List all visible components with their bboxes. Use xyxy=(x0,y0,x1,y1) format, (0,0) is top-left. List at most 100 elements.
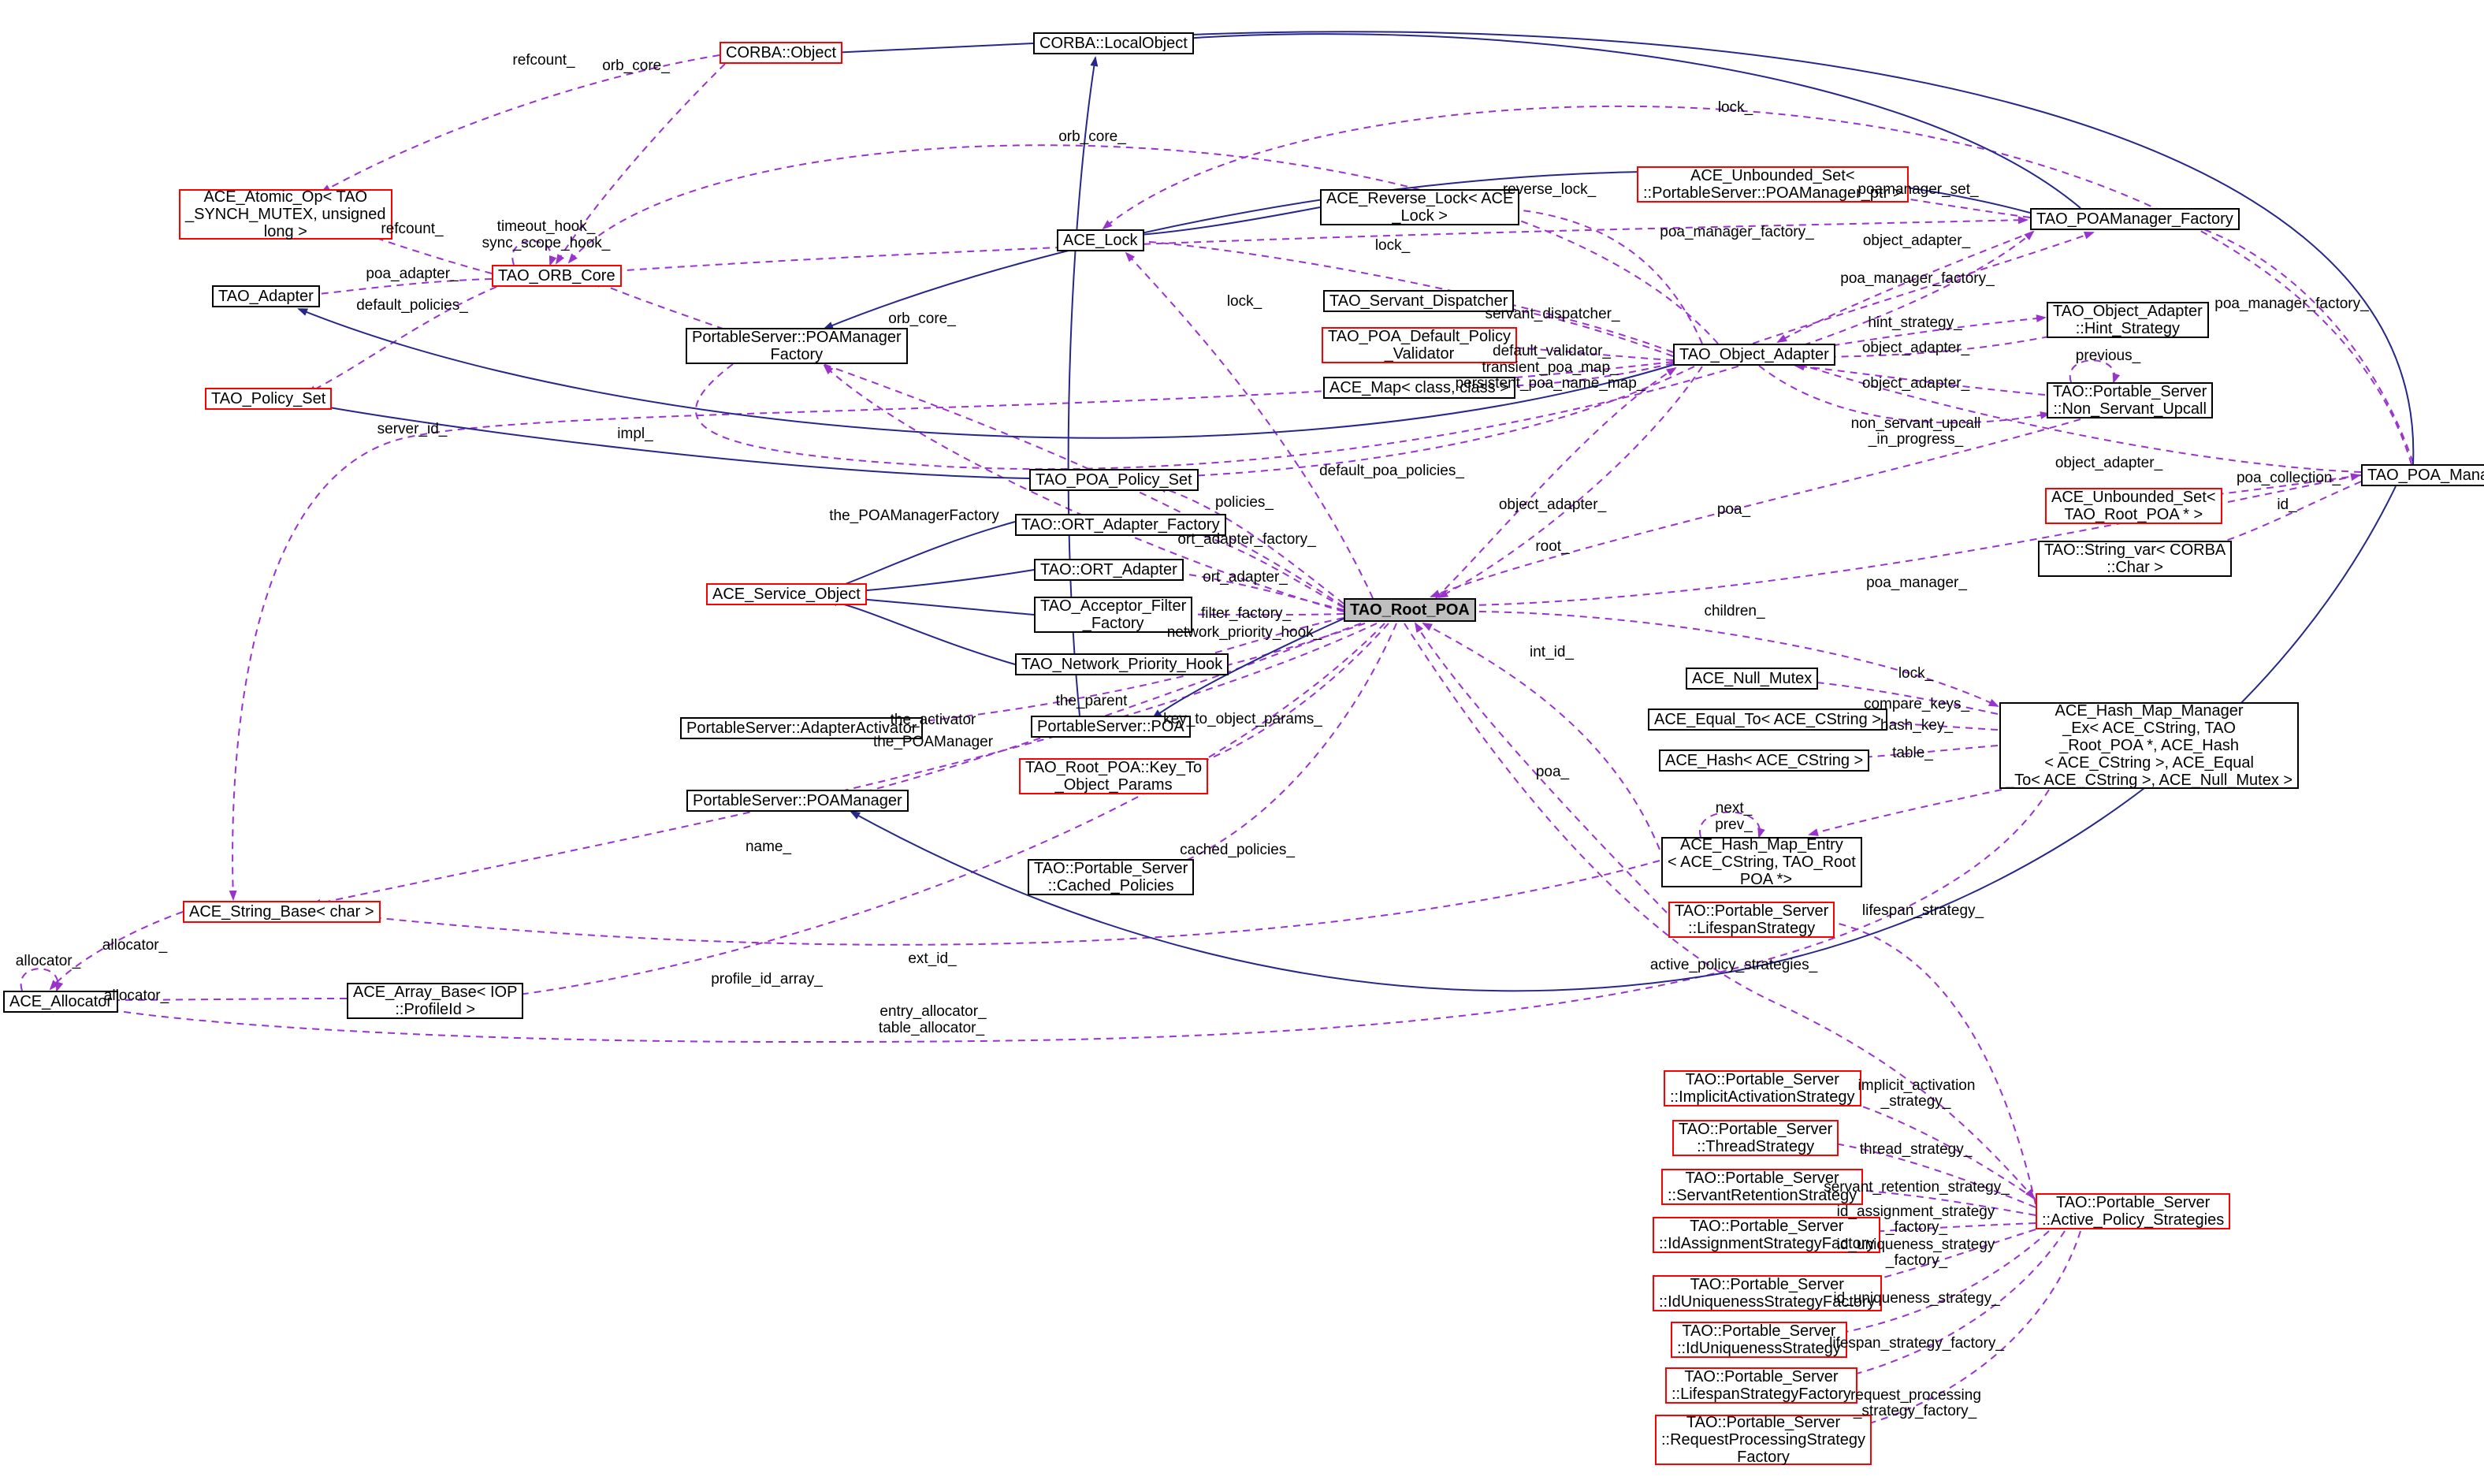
edge-41 xyxy=(1422,623,1660,850)
edge-27 xyxy=(1752,231,2095,344)
node-label: ::Non_Servant_Upcall xyxy=(2053,400,2207,418)
edge-69 xyxy=(1435,366,1677,599)
node-tao-servant-dispatcher[interactable]: TAO_Servant_Dispatcher xyxy=(1323,290,1515,312)
node-label: ::Cached_Policies xyxy=(1047,877,1174,894)
edge-80 xyxy=(1152,31,2415,465)
edge-0 xyxy=(320,54,720,193)
node-implicit-activation-strategy[interactable]: TAO::Portable_Server::ImplicitActivation… xyxy=(1664,1070,1861,1106)
edge-39 xyxy=(1430,418,2081,597)
node-tao-root-poa[interactable]: TAO_Root_POA xyxy=(1344,598,1476,622)
node-ps-poamanager[interactable]: PortableServer::POAManager xyxy=(686,790,909,812)
edge-15 xyxy=(1156,366,1695,482)
node-tao-object-adapter-hint-strategy[interactable]: TAO_Object_Adapter::Hint_Strategy xyxy=(2047,302,2209,338)
node-tao-orb-core[interactable]: TAO_ORB_Core xyxy=(492,265,622,287)
node-ace-array-base[interactable]: ACE_Array_Base< IOP::ProfileId > xyxy=(347,983,524,1019)
node-label: TAO::Portable_Server xyxy=(2055,1194,2211,1211)
node-id-assignment-strategy-factory[interactable]: TAO::Portable_Server::IdAssignmentStrate… xyxy=(1653,1217,1881,1253)
node-thread-strategy[interactable]: TAO::Portable_Server::ThreadStrategy xyxy=(1672,1120,1839,1156)
edge-5 xyxy=(511,240,557,266)
node-label: TAO::String_var< CORBA xyxy=(2044,541,2226,559)
edge-33 xyxy=(1795,362,2362,473)
node-tao-string-var[interactable]: TAO::String_var< CORBA::Char > xyxy=(2038,541,2233,577)
node-tao-poa-default-policy-validator[interactable]: TAO_POA_Default_Policy_Validator xyxy=(1322,327,1517,363)
node-label: TAO::ORT_Adapter_Factory xyxy=(1021,516,1220,534)
node-label: < ACE_CString >, ACE_Equal xyxy=(2044,754,2254,772)
edge-82 xyxy=(1151,618,1344,720)
node-label: _POA *> xyxy=(1731,871,1793,888)
node-ace-unbounded-set-root-poa[interactable]: ACE_Unbounded_Set<TAO_Root_POA * > xyxy=(2045,488,2222,524)
node-tao-poa-policy-set[interactable]: TAO_POA_Policy_Set xyxy=(1029,469,1199,491)
node-label: TAO_POA_Manager xyxy=(2367,467,2484,484)
node-label: _Validator xyxy=(1384,345,1455,363)
node-label: ::ThreadStrategy xyxy=(1697,1138,1815,1155)
edge-23 xyxy=(695,230,2035,470)
node-ace-reverse-lock[interactable]: ACE_Reverse_Lock< ACE_Lock > xyxy=(1320,189,1520,225)
node-tao-poa-manager[interactable]: TAO_POA_Manager xyxy=(2361,464,2484,486)
node-ace-lock[interactable]: ACE_Lock xyxy=(1057,229,1144,251)
node-label: TAO_Object_Adapter xyxy=(1679,346,1829,363)
node-label: ::IdUniquenessStrategyFactory xyxy=(1659,1293,1876,1311)
node-ace-atomic-op[interactable]: ACE_Atomic_Op< TAO_SYNCH_MUTEX, unsigned… xyxy=(179,188,392,240)
node-label: TAO::Portable_Server xyxy=(1690,1218,1844,1235)
node-label: ACE_Array_Base< IOP xyxy=(353,984,518,1001)
node-tao-ort-adapter-factory[interactable]: TAO::ORT_Adapter_Factory xyxy=(1015,514,1226,536)
edge-71 xyxy=(1129,206,1321,240)
node-id-uniqueness-strategy-factory[interactable]: TAO::Portable_Server::IdUniquenessStrate… xyxy=(1653,1275,1882,1311)
node-label: TAO::Portable_Server xyxy=(1675,902,1829,920)
node-label: TAO::Portable_Server xyxy=(1682,1322,1836,1340)
node-label: ACE_Null_Mutex xyxy=(1692,670,1813,687)
edge-56 xyxy=(478,623,1385,1002)
node-corba-localobject[interactable]: CORBA::LocalObject xyxy=(1033,32,1194,54)
node-ace-string-base[interactable]: ACE_String_Base< char > xyxy=(183,901,381,923)
node-tao-network-priority-hook[interactable]: TAO_Network_Priority_Hook xyxy=(1015,653,1229,675)
node-ace-equal-to[interactable]: ACE_Equal_To< ACE_CString > xyxy=(1648,709,1887,731)
edge-53 xyxy=(850,623,1362,798)
node-request-processing-strategy-factory[interactable]: TAO::Portable_Server::RequestProcessingS… xyxy=(1655,1414,1872,1466)
node-active-policy-strategies[interactable]: TAO::Portable_Server::Active_Policy_Stra… xyxy=(2036,1193,2231,1229)
node-ace-map[interactable]: ACE_Map< class, class > xyxy=(1323,377,1515,399)
node-label: ACE_Hash_Map_Manager xyxy=(2055,702,2244,720)
node-label: ::ServantRetentionStrategy xyxy=(1668,1187,1857,1204)
node-ace-service-object[interactable]: ACE_Service_Object xyxy=(706,583,867,605)
node-ace-hash[interactable]: ACE_Hash< ACE_CString > xyxy=(1659,749,1870,772)
node-ace-null-mutex[interactable]: ACE_Null_Mutex xyxy=(1686,668,1819,690)
node-label: PortableServer::POAManager xyxy=(693,792,902,809)
node-label: ::Hint_Strategy xyxy=(2075,320,2181,337)
edge-22 xyxy=(229,361,1674,901)
node-label: TAO_Root_POA::Key_To xyxy=(1025,759,1203,776)
node-label: ACE_Service_Object xyxy=(712,586,861,603)
edge-29 xyxy=(1797,336,2050,361)
node-ace-hash-map-manager[interactable]: ACE_Hash_Map_Manager_Ex< ACE_CString, TA… xyxy=(1999,702,2300,789)
node-label: TAO::Portable_Server xyxy=(1684,1368,1839,1385)
node-label: PortableServer::POA xyxy=(1037,718,1184,735)
node-ace-hash-map-entry[interactable]: ACE_Hash_Map_Entry< ACE_CString, TAO_Roo… xyxy=(1661,836,1862,888)
node-ace-unbounded-set-poamanager[interactable]: ACE_Unbounded_Set<::PortableServer::POAM… xyxy=(1637,166,1909,203)
node-tao-ort-adapter[interactable]: TAO::ORT_Adapter xyxy=(1034,559,1184,581)
node-tao-adapter[interactable]: TAO_Adapter xyxy=(212,285,320,307)
node-ps-adapteractivator[interactable]: PortableServer::AdapterActivator xyxy=(680,717,924,739)
edge-73 xyxy=(827,521,1016,592)
node-id-uniqueness-strategy[interactable]: TAO::Portable_Server::IdUniquenessStrate… xyxy=(1671,1322,1847,1358)
edge-46 xyxy=(1699,811,1765,839)
node-tao-poamanager-factory[interactable]: TAO_POAManager_Factory xyxy=(2030,208,2240,230)
node-lifespan-strategy[interactable]: TAO::Portable_Server::LifespanStrategy xyxy=(1668,902,1835,938)
node-corba-object[interactable]: CORBA::Object xyxy=(720,42,843,64)
node-ace-allocator[interactable]: ACE_Allocator xyxy=(3,991,119,1013)
edge-4 xyxy=(306,286,497,394)
node-key-to-object-params[interactable]: TAO_Root_POA::Key_To_Object_Params xyxy=(1019,758,1209,794)
node-label: ::RequestProcessingStrategy xyxy=(1661,1431,1866,1449)
node-tao-acceptor-filter-factory[interactable]: TAO_Acceptor_Filter_Factory xyxy=(1034,597,1193,633)
node-lifespan-strategy-factory[interactable]: TAO::Portable_Server::LifespanStrategyFa… xyxy=(1665,1367,1857,1404)
node-label: TAO::Portable_Server xyxy=(1686,1414,1841,1431)
node-cached-policies[interactable]: TAO::Portable_Server::Cached_Policies xyxy=(1028,859,1195,895)
node-tao-object-adapter[interactable]: TAO_Object_Adapter xyxy=(1673,344,1835,366)
edge-64 xyxy=(1819,1222,2036,1239)
node-label: ::PortableServer::POAManager_ptr > xyxy=(1643,184,1902,202)
node-label: ::Active_Policy_Strategies xyxy=(2042,1211,2225,1229)
node-tao-ps-non-servant-upcall[interactable]: TAO::Portable_Server::Non_Servant_Upcall xyxy=(2047,382,2214,418)
node-ps-poa[interactable]: PortableServer::POA xyxy=(1031,716,1191,738)
node-tao-policy-set[interactable]: TAO_Policy_Set xyxy=(205,388,333,410)
node-label: ACE_Atomic_Op< TAO xyxy=(203,188,368,206)
node-servant-retention-strategy[interactable]: TAO::Portable_Server::ServantRetentionSt… xyxy=(1661,1169,1864,1205)
